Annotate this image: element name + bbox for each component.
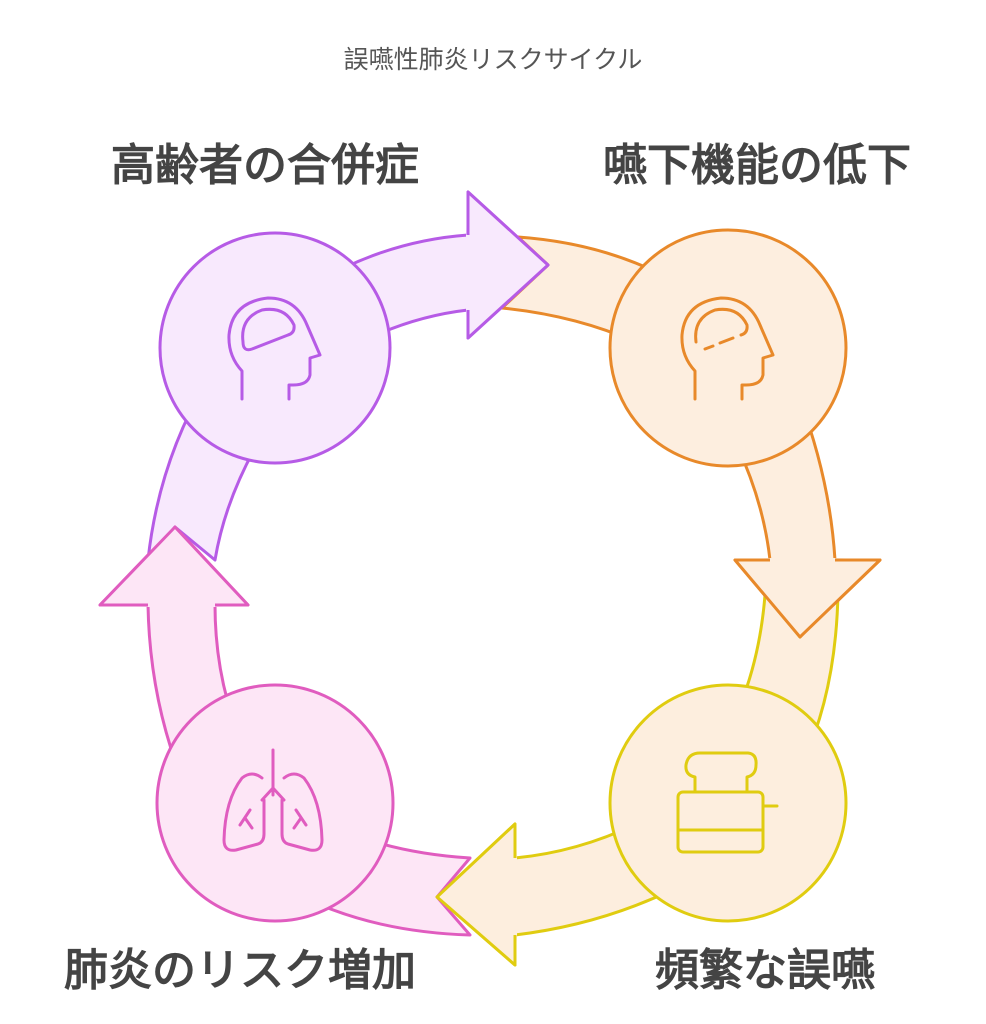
step-label-3: 頻繁な誤嚥 (655, 945, 875, 996)
lungs-icon (222, 748, 324, 852)
step-frequent-aspiration (608, 683, 848, 923)
toaster-icon (676, 751, 779, 854)
step-label-1: 高齢者の合併症 (111, 140, 419, 191)
step-swallowing-decline (608, 228, 848, 468)
head-brain-dashed-icon (680, 296, 775, 401)
step-pneumonia-risk (155, 683, 395, 923)
head-brain-icon (227, 296, 322, 401)
step-elderly-complications (158, 231, 392, 465)
step-label-4: 肺炎のリスク増加 (64, 945, 416, 996)
diagram-title: 誤嚥性肺炎リスクサイクル (344, 45, 643, 74)
step-label-2: 嚥下機能の低下 (603, 140, 911, 191)
